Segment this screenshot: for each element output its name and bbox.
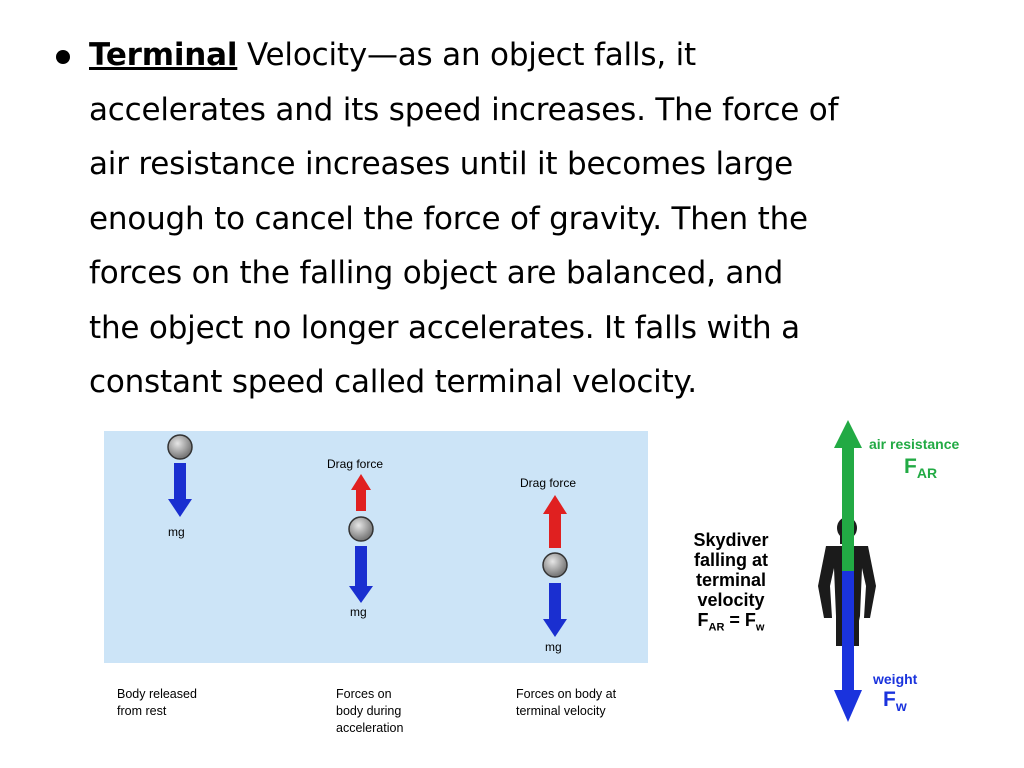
ball-icon: [348, 516, 374, 542]
caption-terminal: Forces on body at terminal velocity: [516, 687, 617, 718]
air-resistance-arrow-icon: [834, 420, 862, 571]
skydiver-figure: [818, 420, 876, 722]
mg-arrow-icon: [349, 546, 373, 603]
text-line-7: constant speed called terminal velocity.: [89, 364, 697, 400]
caption-released: Body released from rest: [117, 687, 197, 718]
drag-force-label: Drag force: [520, 476, 577, 490]
diagram-arrows: [167, 434, 568, 637]
drag-arrow-icon: [351, 474, 371, 511]
caption-accelerating: Forces on body during acceleration: [336, 687, 404, 735]
falling-body-diagram: mg Drag force mg Drag force mg: [104, 431, 648, 663]
text-line-2: accelerates and its speed increases. The…: [89, 91, 839, 128]
air-resistance-label: air resistance: [869, 436, 960, 452]
weight-arrow-icon: [834, 571, 862, 722]
mg-label: mg: [168, 525, 185, 539]
weight-label: weight: [873, 671, 918, 687]
drag-force-label: Drag force: [327, 457, 384, 471]
text-line-3: air resistance increases until it become…: [89, 146, 794, 182]
force-equation: FAR = Fw: [697, 610, 765, 634]
bullet-paragraph: Terminal Velocity—as an object falls, it…: [46, 28, 996, 410]
text-line-4: enough to cancel the force of gravity. T…: [89, 200, 808, 237]
text-line-1: Terminal Velocity—as an object falls, it: [89, 37, 697, 73]
mg-label: mg: [350, 605, 367, 619]
mg-label: mg: [545, 640, 562, 654]
ball-icon: [167, 434, 193, 460]
term-terminal: Terminal: [89, 37, 238, 73]
weight-symbol: Fw: [883, 688, 907, 715]
air-resistance-symbol: FAR: [904, 455, 938, 482]
ball-icon: [542, 552, 568, 578]
text-line-6: the object no longer accelerates. It fal…: [89, 309, 800, 346]
mg-arrow-icon: [168, 463, 192, 517]
drag-arrow-icon: [543, 495, 567, 548]
bullet-icon: [56, 50, 70, 64]
bullet-text: Terminal Velocity—as an object falls, it…: [89, 28, 996, 410]
skydiver-caption: Skydiver falling at terminal velocity FA…: [676, 530, 786, 638]
text-line-5: forces on the falling object are balance…: [89, 255, 784, 291]
mg-arrow-icon: [543, 583, 567, 637]
